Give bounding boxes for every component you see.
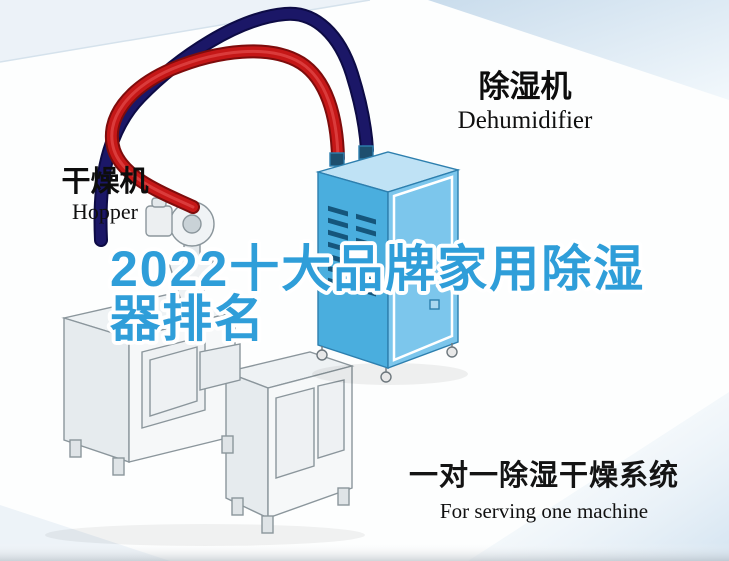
hopper-barrel (199, 343, 241, 391)
dehumidifier-machine (312, 145, 468, 385)
dehumidifier-door-trim (392, 175, 454, 362)
pipes (93, 6, 374, 247)
hopper-machine-shadow (45, 524, 365, 546)
bottom-caption-cn: 一对一除湿干燥系统 (408, 460, 679, 492)
floor-shadow-band (0, 543, 729, 561)
corner-top-right-shape (428, 0, 729, 100)
dehumidifier-label: 除湿机 Dehumidifier (445, 69, 605, 135)
title: 2022十大品牌家用除湿 器排名 (106, 237, 647, 351)
dehumidifier-vents (328, 205, 376, 297)
dehumidifier-casters (316, 343, 458, 383)
dehumidifier-label-en: Dehumidifier (457, 106, 593, 134)
title-line-2: 器排名 (110, 291, 266, 347)
dehumidifier-side-face (387, 169, 459, 370)
hopper-label-en: Hopper (72, 199, 138, 225)
dehumidifier-door-handle (443, 248, 449, 264)
hopper-box2-panel-b (317, 379, 345, 459)
hopper-label-cn: 干燥机 (61, 166, 149, 198)
hopper-label: 干燥机 Hopper (30, 166, 180, 225)
hopper-machine (45, 197, 365, 546)
hopper-box2-panel-a (275, 387, 315, 479)
dehumidifier-label-cn: 除湿机 (478, 69, 572, 104)
title-line-1: 2022十大品牌家用除湿 (110, 241, 645, 297)
machine-feet (69, 435, 350, 534)
hopper-box1-panel (141, 335, 206, 429)
corner-bottom-right-shape (468, 392, 729, 561)
dehumidifier-lock (429, 299, 440, 310)
bottom-caption-en: For serving one machine (439, 499, 649, 523)
dehumidifier-connector-left (329, 152, 345, 167)
hopper-receiver-inner (182, 214, 202, 234)
hopper-box1-panel-inner (149, 346, 198, 417)
red-pipe-highlight (110, 49, 340, 209)
bottom-caption: 一对一除湿干燥系统 For serving one machine (398, 452, 690, 524)
